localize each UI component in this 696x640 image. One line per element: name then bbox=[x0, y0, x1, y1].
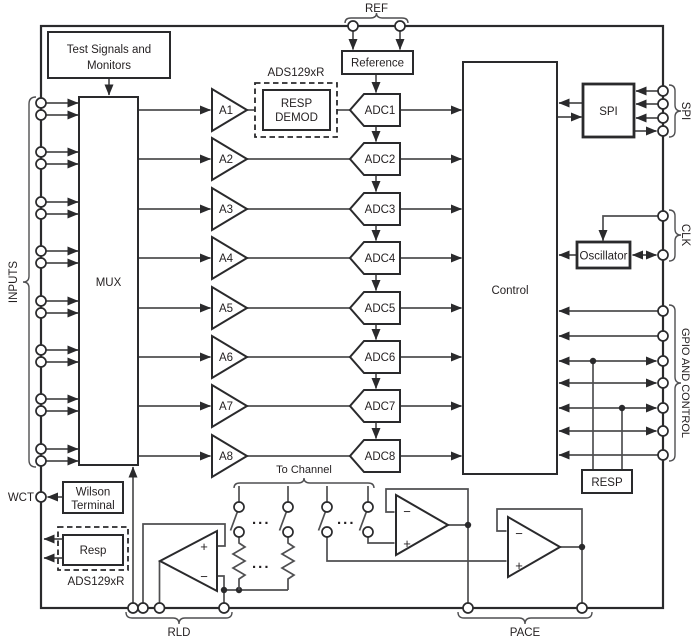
rld-pin-label: RLD bbox=[167, 627, 190, 639]
spi-block bbox=[581, 82, 636, 139]
gpio-wires bbox=[558, 306, 658, 469]
resp-right-block bbox=[581, 469, 633, 494]
resp-demod-block bbox=[262, 89, 331, 131]
spi-brace bbox=[668, 84, 682, 138]
rld-buffer-amp: − + bbox=[395, 493, 451, 557]
input-pin-wires bbox=[46, 98, 79, 466]
inputs-brace bbox=[22, 96, 37, 468]
test-signals-label-line1: Test Signals and bbox=[67, 44, 151, 56]
rld-brace bbox=[125, 611, 233, 625]
rld-pins bbox=[127, 602, 230, 614]
rld-amp-minus: − bbox=[200, 569, 208, 584]
buffer-amp-minus: − bbox=[403, 504, 411, 519]
adc-label: ADC8 bbox=[365, 451, 396, 463]
switch-contact-pins bbox=[233, 501, 374, 538]
amp-column: A1 A2 A3 A4 A5 A6 A7 A8 bbox=[211, 88, 248, 478]
wilson-label-line1: Wilson bbox=[76, 487, 111, 499]
adc-label: ADC5 bbox=[365, 303, 396, 315]
resp-left-block bbox=[62, 534, 124, 566]
control-block bbox=[462, 61, 558, 475]
ads129xr-top-label: ADS129xR bbox=[268, 67, 325, 79]
spi-label: SPI bbox=[599, 106, 618, 118]
wilson-label-line2: Terminal bbox=[71, 500, 114, 512]
inputs-pin-label: INPUTS bbox=[8, 261, 20, 304]
rld-amp-plus: + bbox=[200, 539, 208, 554]
spi-wires bbox=[557, 86, 658, 136]
pace-opamp-wires bbox=[496, 508, 586, 603]
clk-pins bbox=[657, 210, 669, 261]
clk-wires bbox=[558, 215, 658, 260]
ellipsis-dots: ... bbox=[252, 511, 271, 528]
clk-pin-group-label: CLK bbox=[679, 224, 691, 247]
rld-amp: + − bbox=[157, 529, 218, 593]
ads129xr-bottom-label: ADS129xR bbox=[68, 576, 125, 588]
pace-amp-plus: + bbox=[515, 558, 523, 573]
wilson-terminal-block bbox=[62, 481, 124, 514]
wct-pin bbox=[35, 491, 47, 503]
to-channel-brace bbox=[233, 477, 375, 489]
reference-label: Reference bbox=[351, 58, 404, 70]
ellipsis-dots: ... bbox=[252, 555, 271, 572]
pace-pin-label: PACE bbox=[510, 627, 541, 639]
input-pins bbox=[35, 97, 47, 467]
gpio-pin-group-label: GPIO AND CONTROL bbox=[679, 328, 691, 438]
control-label: Control bbox=[491, 285, 528, 297]
adc-column: ADC1 ADC2 ADC3 ADC4 ADC5 ADC6 ADC7 ADC8 bbox=[349, 93, 401, 473]
amp-label: A8 bbox=[219, 451, 233, 463]
pace-brace bbox=[457, 611, 593, 625]
mux-block bbox=[78, 96, 139, 466]
wct-resp-wires bbox=[43, 492, 63, 563]
switch-bank-wires bbox=[229, 486, 507, 590]
mux-label: MUX bbox=[96, 277, 122, 289]
resp-demod-label-line2: DEMOD bbox=[275, 112, 318, 124]
ref-pins bbox=[347, 20, 406, 32]
resp-demod-label-line1: RESP bbox=[281, 98, 313, 110]
test-signals-block bbox=[47, 31, 171, 79]
amp-label: A3 bbox=[219, 204, 233, 216]
amp-label: A7 bbox=[219, 401, 233, 413]
buffer-amp-plus: + bbox=[403, 536, 411, 551]
amp-label: A1 bbox=[219, 105, 233, 117]
adc-label: ADC6 bbox=[365, 352, 396, 364]
oscillator-block bbox=[575, 240, 632, 270]
amp-label: A2 bbox=[219, 154, 233, 166]
rld-opamp-wires bbox=[385, 488, 472, 603]
gpio-pins bbox=[657, 305, 669, 461]
pace-amp: − + bbox=[507, 515, 563, 579]
adc-label: ADC3 bbox=[365, 204, 396, 216]
amp-label: A4 bbox=[219, 253, 234, 265]
test-signals-label-line2: Monitors bbox=[87, 60, 131, 72]
ads129xr-bottom-dashed-box bbox=[57, 526, 129, 571]
adc-label: ADC7 bbox=[365, 401, 396, 413]
pace-pins bbox=[462, 602, 588, 614]
ref-pin-label: REF bbox=[365, 3, 388, 15]
rld-wires bbox=[128, 466, 288, 603]
clk-brace bbox=[668, 209, 682, 262]
reference-block bbox=[341, 50, 414, 75]
amp-label: A6 bbox=[219, 352, 233, 364]
resp-right-label: RESP bbox=[591, 477, 623, 489]
ref-brace bbox=[344, 12, 409, 24]
wct-pin-label: WCT bbox=[8, 492, 34, 504]
adc-label: ADC1 bbox=[365, 105, 396, 117]
to-channel-label: To Channel bbox=[276, 464, 332, 476]
gpio-brace bbox=[668, 304, 682, 462]
ads129xr-top-dashed-box bbox=[254, 82, 338, 138]
pace-amp-minus: − bbox=[515, 526, 523, 541]
ellipsis-dots: ... bbox=[337, 511, 356, 528]
spi-pins bbox=[657, 85, 669, 137]
spi-pin-group-label: SPI bbox=[679, 102, 691, 121]
resp-left-label: Resp bbox=[80, 545, 107, 557]
adc-label: ADC4 bbox=[365, 253, 396, 265]
ref-wires bbox=[348, 31, 405, 50]
amp-label: A5 bbox=[219, 303, 233, 315]
adc-label: ADC2 bbox=[365, 154, 396, 166]
oscillator-label: Oscillator bbox=[580, 251, 628, 263]
channel-row-wires bbox=[138, 74, 462, 461]
